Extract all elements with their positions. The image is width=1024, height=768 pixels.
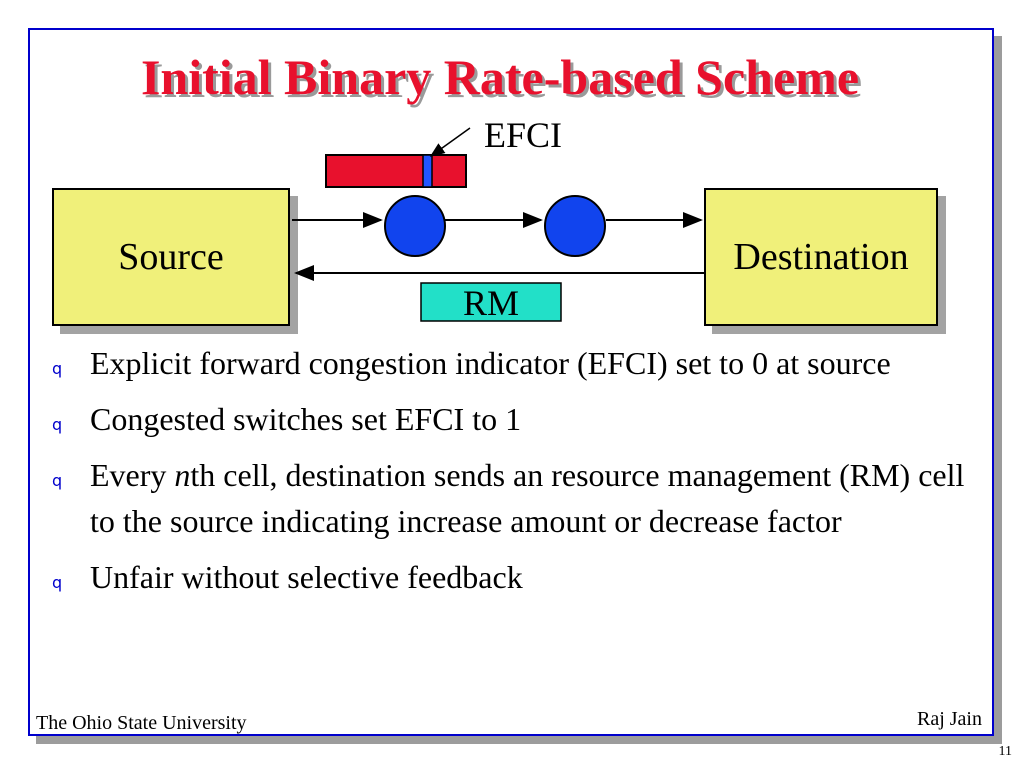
source-box: Source xyxy=(52,188,290,326)
switch-2 xyxy=(544,195,606,257)
destination-box: Destination xyxy=(704,188,938,326)
bullet-marker-icon: q xyxy=(52,415,63,434)
bullet-text: Unfair without selective feedback xyxy=(90,559,523,595)
slide-frame xyxy=(28,28,994,736)
source-label: Source xyxy=(118,236,224,278)
bullet-marker-icon: q xyxy=(52,573,63,592)
rm-cell xyxy=(420,282,562,322)
bullet-text: Congested switches set EFCI to 1 xyxy=(90,401,522,437)
efci-pointer xyxy=(429,127,471,157)
efci-label: EFCI xyxy=(484,115,563,155)
destination-label: Destination xyxy=(733,236,909,278)
bullet-marker-icon: q xyxy=(52,359,63,378)
bullet-marker-icon: q xyxy=(52,471,63,490)
footer-author: Raj Jain xyxy=(917,708,982,730)
data-cell xyxy=(325,154,467,188)
bullet-text-pre: Every xyxy=(90,457,175,493)
bullet-text: Explicit forward congestion indicator (E… xyxy=(90,345,891,381)
page-number: 11 xyxy=(998,744,1012,759)
bullet-item: q Explicit forward congestion indicator … xyxy=(52,340,982,386)
bullet-item: q Congested switches set EFCI to 1 xyxy=(52,396,982,442)
switch-1 xyxy=(384,195,446,257)
bullet-item: q Every nth cell, destination sends an r… xyxy=(52,452,982,544)
efci-bit xyxy=(422,154,433,188)
bullet-item: q Unfair without selective feedback xyxy=(52,554,982,600)
rm-label: RM xyxy=(462,283,520,323)
slide-title: Initial Binary Rate-based Scheme xyxy=(140,49,860,105)
bullet-list: q Explicit forward congestion indicator … xyxy=(52,340,982,610)
bullet-text-post: th cell, destination sends an resource m… xyxy=(90,457,965,539)
footer-institution: The Ohio State University xyxy=(36,712,247,734)
bullet-text-italic: n xyxy=(174,457,191,493)
